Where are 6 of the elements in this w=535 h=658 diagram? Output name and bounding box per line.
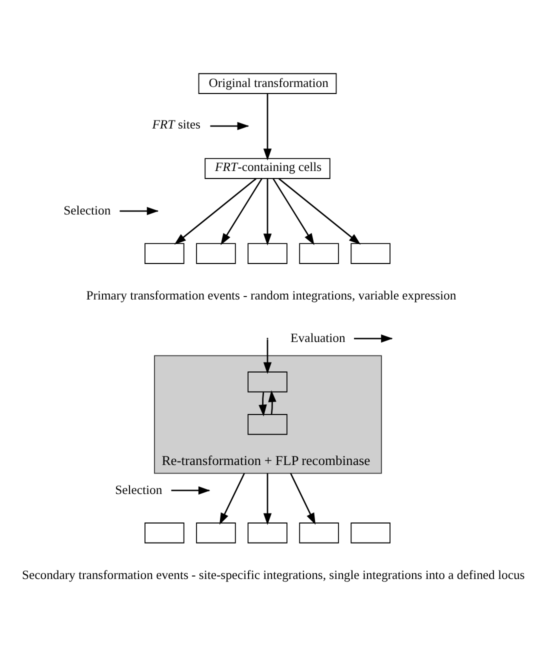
- node-text: FRT sites: [152, 117, 200, 131]
- node-text: Selection: [115, 482, 162, 496]
- node-text: Selection: [64, 202, 111, 217]
- label: Primary transformation events - random integrations, variable expression: [86, 288, 456, 302]
- label: Secondary transformation events - site-specific integrations, single integrations into a defined locus: [22, 567, 525, 582]
- node-text: Evaluation: [290, 330, 346, 344]
